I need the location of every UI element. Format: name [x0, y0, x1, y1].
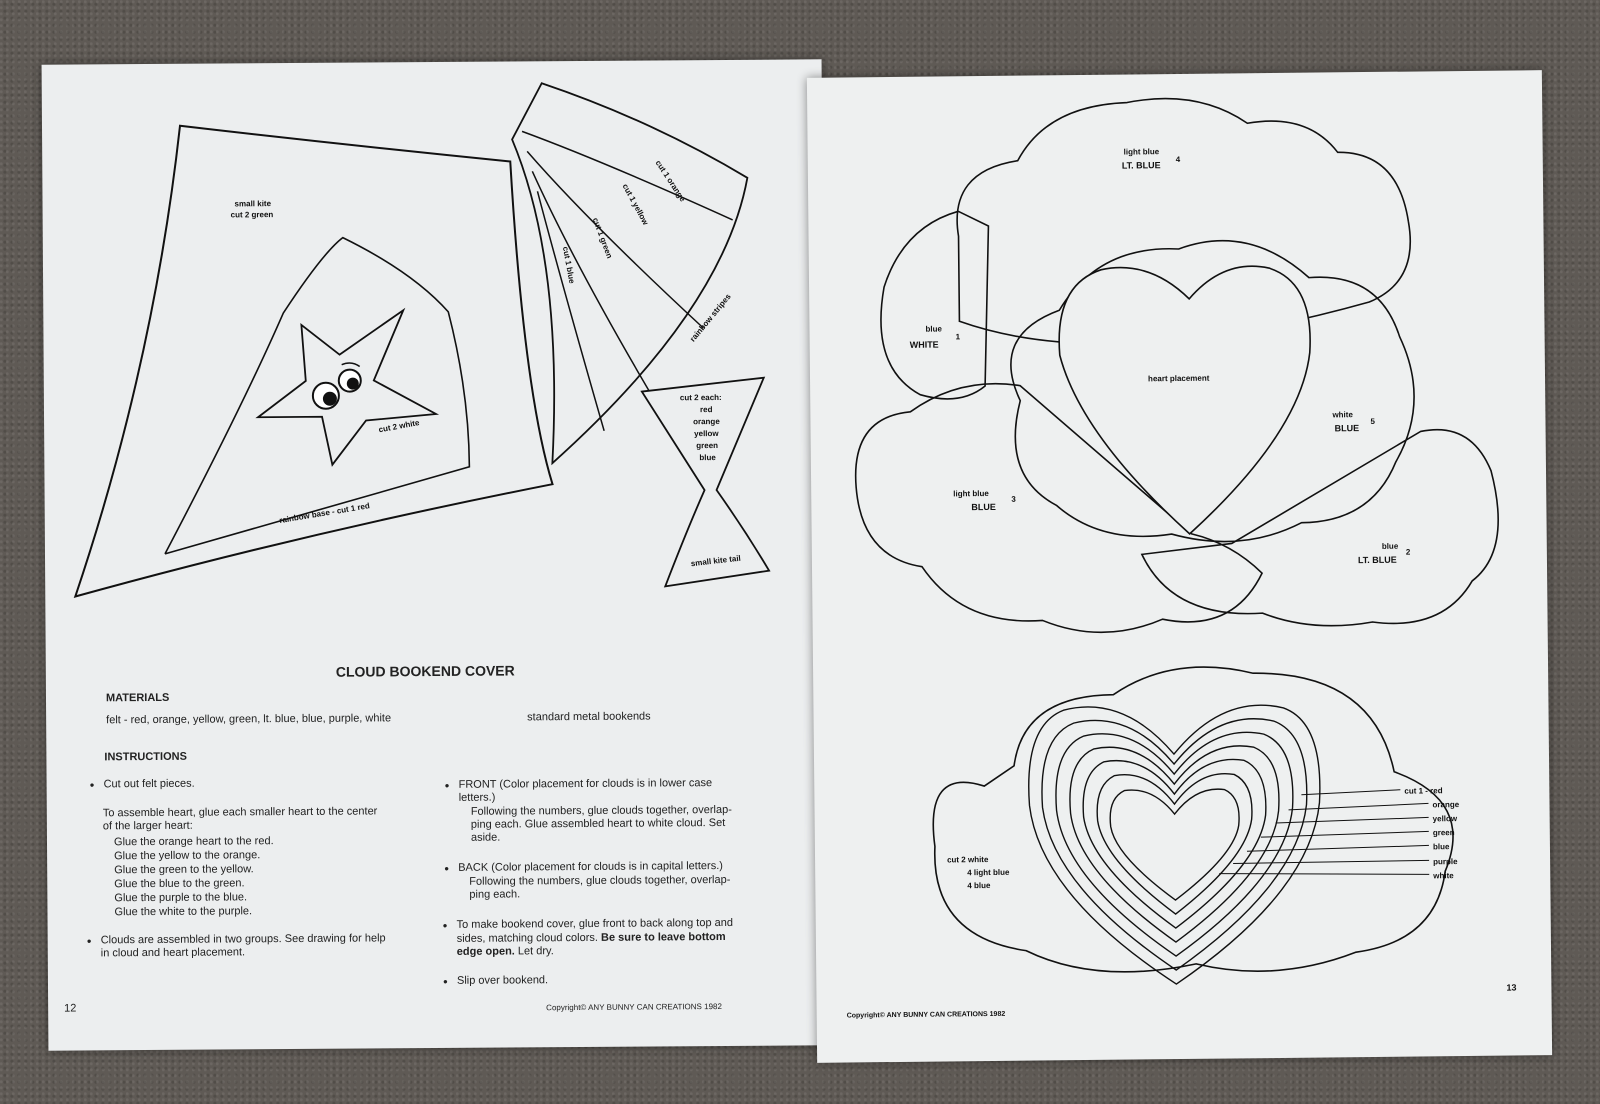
heart-label-orange: orange [1432, 800, 1459, 809]
stripe-line-4 [536, 191, 605, 432]
step-cover-line3: edge open. Let dry. [456, 945, 554, 958]
cloud-5-lower: white [1331, 410, 1353, 419]
page-title: CLOUD BOOKEND COVER [335, 662, 515, 680]
glue-step-3: Glue the green to the yellow. [114, 863, 254, 877]
cloud-4-upper: LT. BLUE [1122, 160, 1161, 170]
cloud-1-num: 1 [956, 332, 961, 341]
page-number-right: 13 [1506, 982, 1516, 992]
step-slip: Slip over bookend. [457, 973, 548, 988]
heart-red [1028, 704, 1321, 985]
cloud-3-upper: BLUE [971, 502, 996, 512]
heart-blue [1082, 758, 1267, 929]
step-assemble-line2: of the larger heart: [102, 819, 193, 833]
stripe-line-2 [526, 150, 704, 329]
right-pattern-drawing: light blue LT. BLUE 4 blue WHITE 1 heart… [847, 97, 1516, 1020]
cloud-2-outline [1140, 428, 1499, 627]
tail-cut-label: cut 2 each: [680, 393, 722, 402]
step-assemble-line1: To assemble heart, glue each smaller hea… [102, 805, 378, 820]
left-pattern-drawing: small kite cut 2 green cut 2 white rainb… [73, 82, 771, 598]
small-kite-tail-label: small kite tail [690, 554, 741, 569]
tail-color-yellow: yellow [694, 429, 719, 438]
glue-step-2: Glue the yellow to the orange. [114, 849, 261, 863]
heart-cloud-cut-2: 4 light blue [967, 868, 1010, 877]
cloud-2-upper: LT. BLUE [1358, 555, 1397, 565]
cloud-3-num: 3 [1011, 495, 1016, 504]
stripe-line-3 [531, 171, 650, 391]
materials-heading: MATERIALS [105, 691, 170, 705]
heart-label-white: white [1432, 871, 1454, 880]
cloud-2-num: 2 [1406, 548, 1411, 557]
heart-cloud-cut-3: 4 blue [967, 881, 991, 890]
nested-hearts [1028, 704, 1321, 985]
rainbow-stripes-label: rainbow stripes [688, 292, 733, 344]
copyright-left: Copyright© ANY BUNNY CAN CREATIONS 1982 [546, 1002, 722, 1013]
heart-white [1109, 788, 1240, 901]
small-kite-label: small kite [235, 199, 272, 208]
stripe-blue-label: cut 1 blue [561, 246, 577, 285]
step-front-line4: ping each. Glue assembled heart to white… [470, 816, 726, 831]
heart-label-blue: blue [1433, 842, 1450, 851]
heart-label-purple: purple [1433, 857, 1458, 866]
instructions-heading: INSTRUCTIONS [104, 750, 187, 764]
small-kite-outline [73, 124, 554, 598]
cloud-3-lower: light blue [953, 489, 989, 498]
cloud-5-outline [1010, 239, 1415, 543]
step-clouds-line2: in cloud and heart placement. [100, 946, 246, 960]
kite-tail-outline [640, 376, 771, 588]
heart-cloud-outline [932, 666, 1454, 973]
heart-orange [1041, 718, 1308, 971]
cloud-1-lower: blue [925, 324, 942, 333]
rainbow-base-label: rainbow base - cut 1 red [279, 501, 371, 525]
heart-label-red: cut 1 - red [1404, 786, 1442, 795]
star-mouth [341, 362, 361, 368]
left-page: small kite cut 2 green cut 2 white rainb… [41, 59, 829, 1051]
star-cut-label: cut 2 white [378, 418, 421, 434]
small-kite-cut-label: cut 2 green [231, 210, 274, 219]
glue-step-4: Glue the blue to the green. [114, 877, 245, 891]
glue-step-6: Glue the white to the purple. [114, 905, 253, 919]
step-front-line2: letters.) [458, 791, 496, 804]
step-front-line1: FRONT (Color placement for clouds is in … [459, 776, 713, 792]
copyright-right: Copyright© ANY BUNNY CAN CREATIONS 1982 [847, 1010, 1006, 1020]
right-page: light blue LT. BLUE 4 blue WHITE 1 heart… [806, 70, 1553, 1063]
tail-color-green: green [696, 441, 718, 450]
heart-label-yellow: yellow [1433, 814, 1458, 823]
heart-cloud-cut-1: cut 2 white [947, 855, 989, 864]
cloud-4-lower: light blue [1124, 147, 1160, 156]
stripe-line-1 [521, 130, 733, 221]
tail-color-red: red [700, 405, 713, 414]
heart-label-green: green [1433, 828, 1455, 837]
rainbow-stripes-outline [511, 82, 749, 466]
step-back-line3: ping each. [469, 888, 521, 901]
stripe-green-label: cut 1 green [591, 216, 614, 259]
glue-step-5: Glue the purple to the blue. [114, 891, 248, 905]
heart-placement-label: heart placement [1148, 374, 1210, 384]
tail-color-blue: blue [699, 453, 716, 462]
step-cut-out: Cut out felt pieces. [104, 777, 195, 792]
stripe-orange-label: cut 1 orange [654, 159, 688, 204]
tail-color-orange: orange [693, 417, 720, 426]
step-cover-line2: sides, matching cloud colors. Be sure to… [456, 930, 726, 945]
cloud-5-num: 5 [1370, 417, 1375, 426]
glue-step-1: Glue the orange heart to the red. [113, 835, 274, 849]
stripe-yellow-label: cut 1 yellow [621, 182, 651, 227]
cloud-5-upper: BLUE [1335, 423, 1360, 433]
cloud-3-outline [854, 382, 1264, 634]
step-front-line5: aside. [470, 831, 501, 844]
heart-yellow [1055, 731, 1294, 957]
heart-placement-outline [1058, 265, 1311, 535]
step-back-line2: Following the numbers, glue clouds toget… [469, 873, 731, 888]
heart-purple [1096, 772, 1253, 915]
materials-felt: felt - red, orange, yellow, green, lt. b… [106, 712, 392, 727]
heart-leader-lines [1219, 789, 1430, 875]
heart-green [1069, 745, 1280, 943]
cloud-1-upper: WHITE [910, 340, 939, 350]
cloud-4-num: 4 [1176, 155, 1181, 164]
cloud-1-outline [880, 210, 990, 400]
cloud-2-lower: blue [1382, 542, 1399, 551]
rainbow-base-outline [164, 236, 471, 555]
materials-bookends: standard metal bookends [527, 710, 651, 724]
page-number-left: 12 [64, 1002, 77, 1015]
